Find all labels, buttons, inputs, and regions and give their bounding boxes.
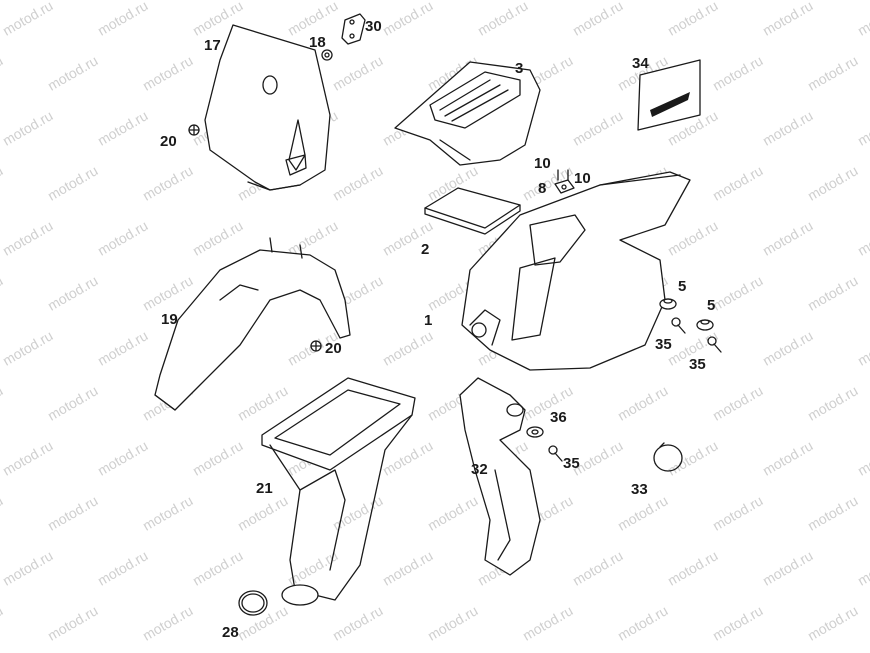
front-fender-part	[154, 237, 351, 411]
airbox-part	[261, 377, 416, 606]
screw-18	[321, 49, 333, 61]
callout-20-top: 20	[160, 133, 177, 150]
bracket-30	[341, 13, 366, 45]
screw-35-bottom	[548, 445, 563, 462]
callout-33: 33	[631, 481, 648, 498]
clamp-28	[238, 590, 268, 616]
screw-20-bottom	[310, 340, 322, 352]
callout-5-left: 5	[678, 278, 687, 295]
callout-2: 2	[421, 241, 430, 258]
callout-20-bottom: 20	[325, 340, 342, 357]
callout-3: 3	[515, 60, 524, 77]
number-plate-part	[204, 24, 331, 191]
grommet-5-left	[659, 298, 677, 310]
callout-30: 30	[365, 18, 382, 35]
callout-8: 8	[538, 180, 547, 197]
washer-36	[526, 426, 544, 438]
callout-36: 36	[550, 409, 567, 426]
grommet-5-right	[696, 319, 714, 331]
callout-32: 32	[471, 461, 488, 478]
screw-35-left	[671, 317, 686, 334]
screw-20-top	[188, 124, 200, 136]
callout-28: 28	[222, 624, 239, 641]
callout-35-left: 35	[655, 336, 672, 353]
callout-1: 1	[424, 312, 433, 329]
screw-10	[557, 169, 569, 181]
ktm-decal-part	[637, 59, 701, 131]
rear-fender-part	[461, 171, 691, 371]
air-filter-part	[424, 187, 521, 235]
callout-18: 18	[309, 34, 326, 51]
airbox-cover-part	[394, 61, 541, 166]
callout-17: 17	[204, 37, 221, 54]
hose-clamp-33	[653, 442, 683, 472]
callout-5-right: 5	[707, 297, 716, 314]
callout-35-bottom: 35	[563, 455, 580, 472]
callout-19: 19	[161, 311, 178, 328]
intake-boot-part	[459, 377, 541, 576]
callout-35-right: 35	[689, 356, 706, 373]
callout-34: 34	[632, 55, 649, 72]
callout-21: 21	[256, 480, 273, 497]
screw-35-right	[707, 336, 722, 353]
clip-8	[554, 179, 575, 194]
callout-10-left: 10	[534, 155, 551, 172]
callout-10-right: 10	[574, 170, 591, 187]
